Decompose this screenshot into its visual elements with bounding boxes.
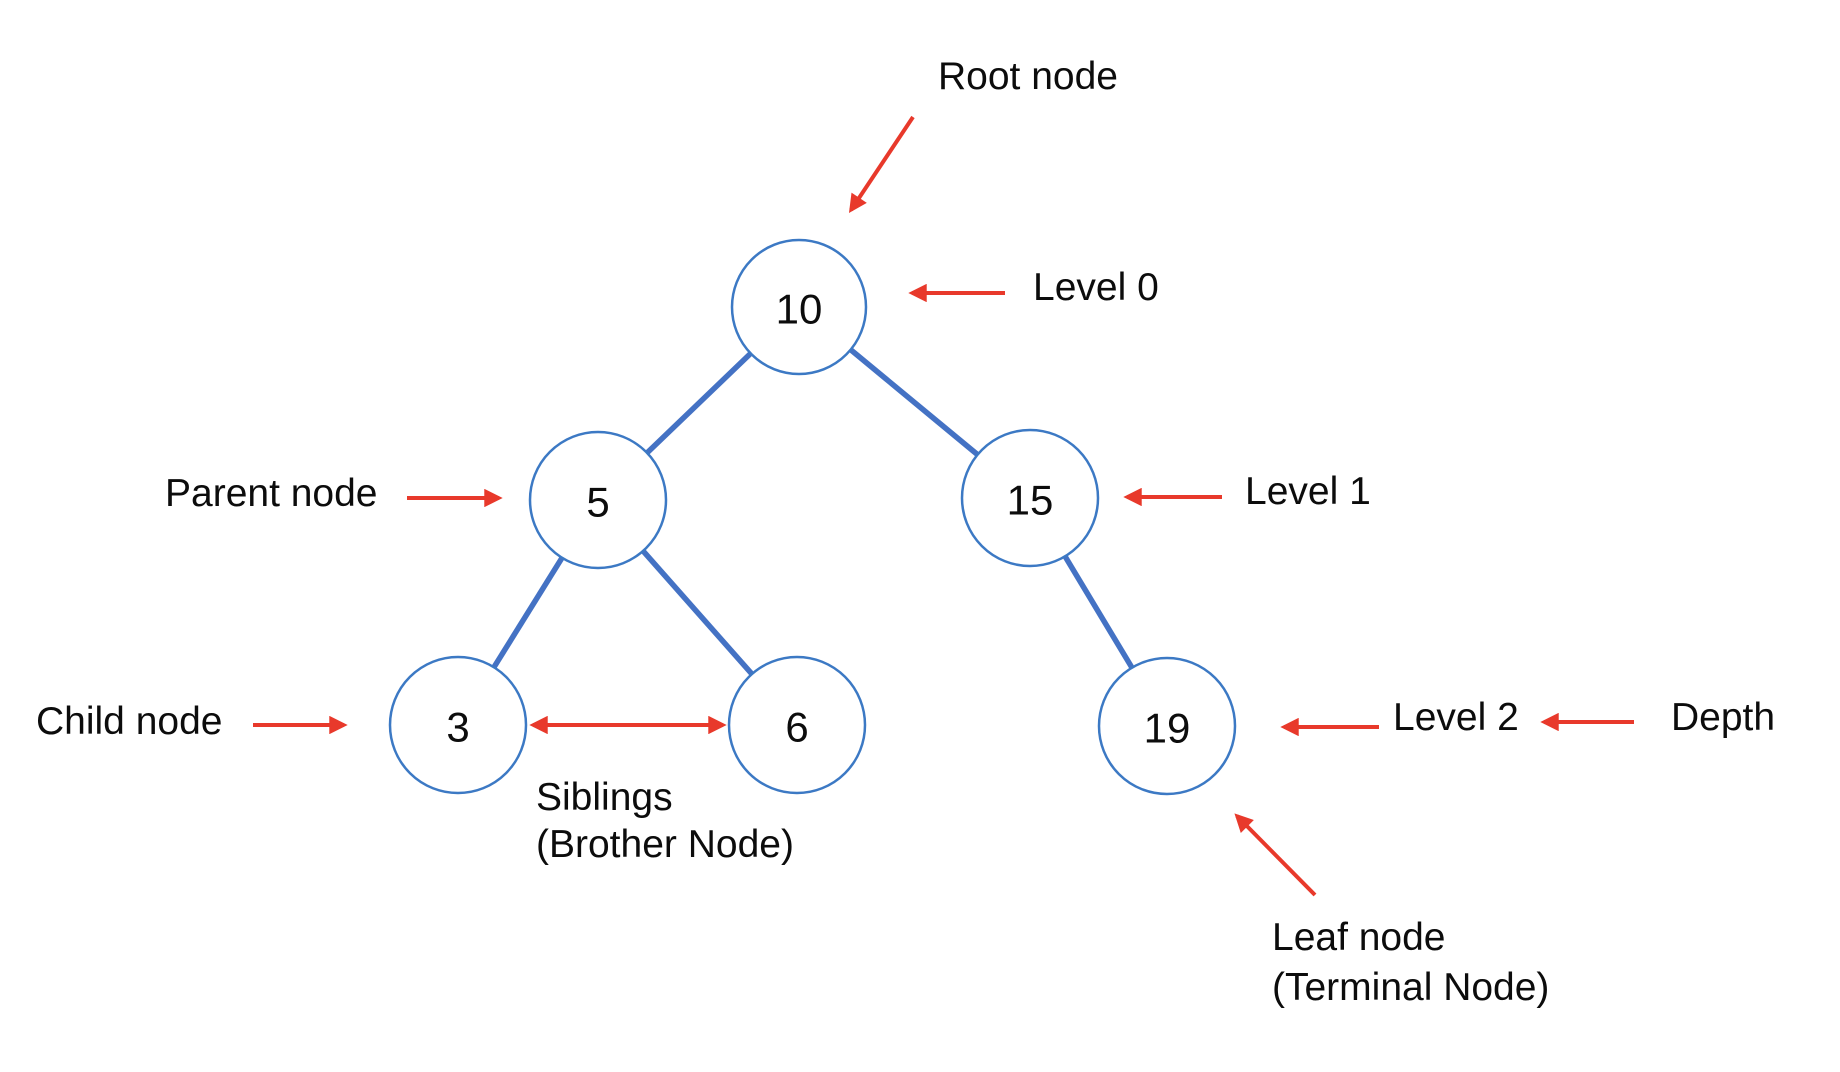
tree-nodes: 10 5 15 3 6 19 xyxy=(388,238,1237,796)
node-19-circle xyxy=(1097,656,1237,796)
depth-label: Depth xyxy=(1671,696,1776,739)
node-3-circle xyxy=(388,655,528,795)
node-19-value: 19 xyxy=(1144,705,1191,752)
node-6-circle xyxy=(727,655,867,795)
level-1-label: Level 1 xyxy=(1245,470,1371,513)
node-5-circle xyxy=(528,430,668,570)
root-node-label: Root node xyxy=(938,55,1118,98)
node-10-value: 10 xyxy=(776,286,823,333)
node-15-circle xyxy=(960,428,1100,568)
node-5-value: 5 xyxy=(586,479,609,526)
siblings-label-line1: Siblings xyxy=(536,776,673,819)
level-0-label: Level 0 xyxy=(1033,266,1159,309)
node-3-value: 3 xyxy=(446,704,469,751)
parent-node-label: Parent node xyxy=(165,472,378,515)
level-2-label: Level 2 xyxy=(1393,696,1519,739)
leaf-node-label-line1: Leaf node xyxy=(1272,916,1446,959)
annotation-arrows xyxy=(253,115,1634,897)
node-6-value: 6 xyxy=(785,704,808,751)
node-10-circle xyxy=(730,238,868,376)
siblings-label-line2: (Brother Node) xyxy=(536,823,794,866)
child-node-label: Child node xyxy=(36,700,223,743)
root-node-arrow xyxy=(848,115,915,214)
leaf-node-label-line2: (Terminal Node) xyxy=(1272,966,1550,1009)
node-15-value: 15 xyxy=(1007,477,1054,524)
leaf-node-arrow xyxy=(1234,813,1317,897)
